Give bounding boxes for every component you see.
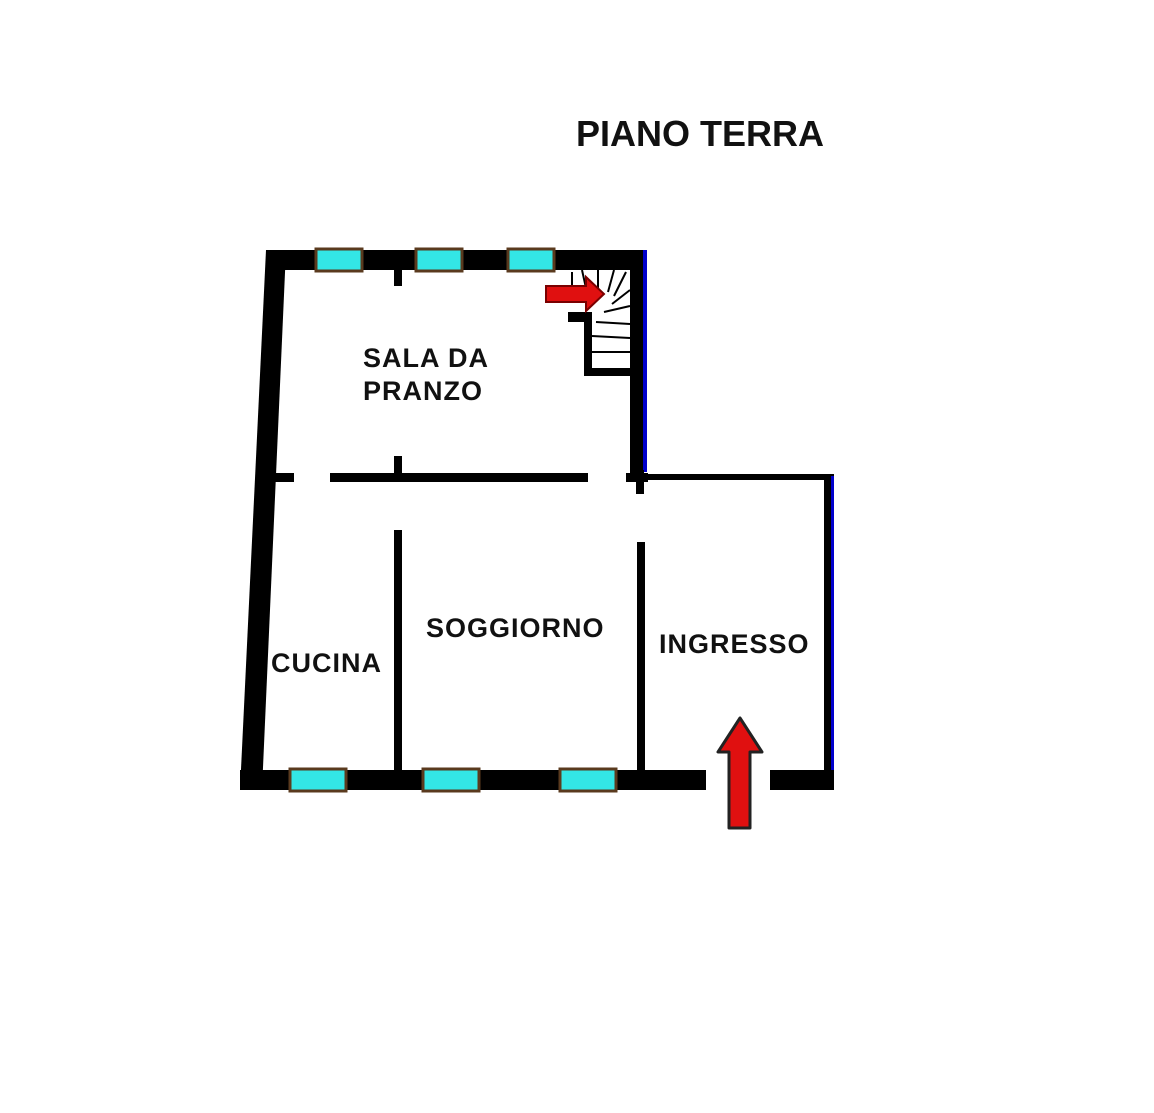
entrance-top-wall (640, 474, 834, 480)
entrance-right-wall (824, 474, 832, 790)
kitchen-living-wall (394, 530, 402, 774)
window-top-3 (506, 247, 556, 273)
dining-right-wall-edge (643, 250, 647, 472)
windows (288, 247, 618, 793)
staircase (545, 269, 634, 376)
window-top-2 (414, 247, 464, 273)
stair-landing (568, 312, 592, 322)
room-label-living: SOGGIORNO (426, 613, 605, 643)
window-bottom-2 (421, 767, 481, 793)
room-label-dining-line1: SALA DA (363, 343, 489, 373)
stair-frame-left (584, 316, 592, 376)
dining-wall-stub-bottom (394, 456, 402, 476)
dining-wall-stub-top (394, 266, 402, 286)
outer-walls (240, 250, 834, 790)
stair-arrow-icon (545, 274, 606, 314)
divider-wall-left-stub (274, 473, 294, 482)
room-label-kitchen: CUCINA (271, 648, 382, 678)
window-bottom-3 (558, 767, 618, 793)
interior-walls (274, 266, 648, 774)
window-bottom-1 (288, 767, 348, 793)
room-label-entrance: INGRESSO (659, 629, 810, 659)
left-wall (240, 250, 286, 790)
divider-wall-main (330, 473, 588, 482)
window-top-1 (314, 247, 364, 273)
dining-right-wall (630, 250, 644, 480)
stair-frame-bottom (584, 368, 634, 376)
living-entrance-wall (637, 542, 645, 774)
room-label-dining-line2: PRANZO (363, 376, 483, 406)
divider-wall-post (636, 470, 644, 494)
floor-title: PIANO TERRA (576, 113, 824, 154)
entrance-arrow-icon (716, 716, 764, 830)
bottom-wall-right (770, 770, 834, 790)
entrance-right-wall-edge (831, 476, 834, 786)
